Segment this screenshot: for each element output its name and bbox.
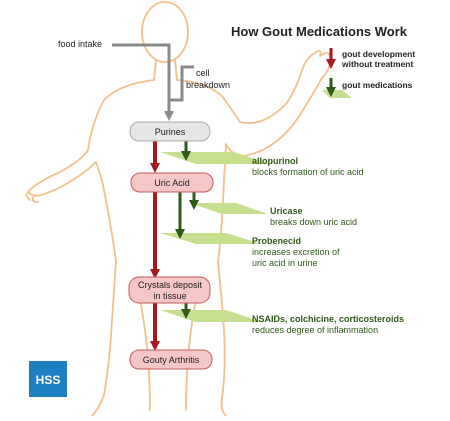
cell-breakdown-label: cell bbox=[196, 68, 210, 78]
legend-green-plane bbox=[322, 90, 352, 98]
stage-arthritis: Gouty Arthritis bbox=[129, 349, 213, 370]
body-neck bbox=[153, 59, 178, 81]
body-head bbox=[141, 1, 189, 63]
food-intake-label: food intake bbox=[58, 39, 102, 49]
input-flows: food intake cell breakdown bbox=[58, 39, 230, 121]
uric-acid-box bbox=[130, 172, 214, 193]
nsaids-desc: reduces degree of inflammation bbox=[252, 325, 378, 335]
probenecid-desc-2: uric acid in urine bbox=[252, 258, 318, 268]
body-left-side bbox=[27, 79, 155, 417]
probenecid-plane bbox=[160, 233, 262, 244]
food-intake-line bbox=[112, 43, 171, 116]
crystals-box bbox=[128, 276, 211, 304]
body-outline bbox=[25, 1, 332, 417]
nsaids-name: NSAIDs, colchicine, corticosteroids bbox=[252, 314, 404, 324]
legend-untreated-label: gout development bbox=[342, 49, 415, 59]
body-left-hand bbox=[25, 191, 39, 203]
arthritis-box bbox=[129, 349, 213, 370]
probenecid-desc: increases excretion of bbox=[252, 247, 340, 257]
medication-arrows bbox=[175, 141, 199, 319]
crystals-label: Crystals deposit bbox=[138, 280, 203, 290]
allopurinol-desc: blocks formation of uric acid bbox=[252, 167, 364, 177]
hss-logo-text: HSS bbox=[36, 373, 61, 387]
arthritis-label: Gouty Arthritis bbox=[143, 355, 200, 365]
hss-logo-box bbox=[29, 361, 67, 397]
legend-untreated-label-2: without treatment bbox=[341, 59, 413, 69]
purines-label: Purines bbox=[155, 127, 186, 137]
cell-breakdown-line bbox=[169, 65, 194, 102]
cell-breakdown-label-2: breakdown bbox=[186, 80, 230, 90]
uric-acid-label: Uric Acid bbox=[154, 178, 190, 188]
uricase-name: Uricase bbox=[270, 206, 303, 216]
crystals-label-2: in tissue bbox=[153, 291, 186, 301]
stage-crystals: Crystals deposit in tissue bbox=[128, 276, 211, 304]
uricase-desc: breaks down uric acid bbox=[270, 217, 357, 227]
probenecid-name: Probenecid bbox=[252, 236, 301, 246]
legend-medication-label: gout medications bbox=[342, 80, 413, 90]
hss-logo: HSS bbox=[29, 361, 67, 397]
purines-box bbox=[129, 121, 211, 142]
stage-purines: Purines bbox=[129, 121, 211, 142]
nsaids-plane bbox=[160, 310, 262, 322]
allopurinol-name: allopurinol bbox=[252, 156, 298, 166]
medication-labels: allopurinol blocks formation of uric aci… bbox=[252, 156, 404, 335]
diagram-title: How Gout Medications Work bbox=[231, 24, 408, 39]
body-right-side bbox=[176, 49, 332, 417]
uricase-plane bbox=[190, 203, 268, 214]
stage-uric-acid: Uric Acid bbox=[130, 172, 214, 193]
legend: gout development without treatment gout … bbox=[322, 48, 415, 98]
